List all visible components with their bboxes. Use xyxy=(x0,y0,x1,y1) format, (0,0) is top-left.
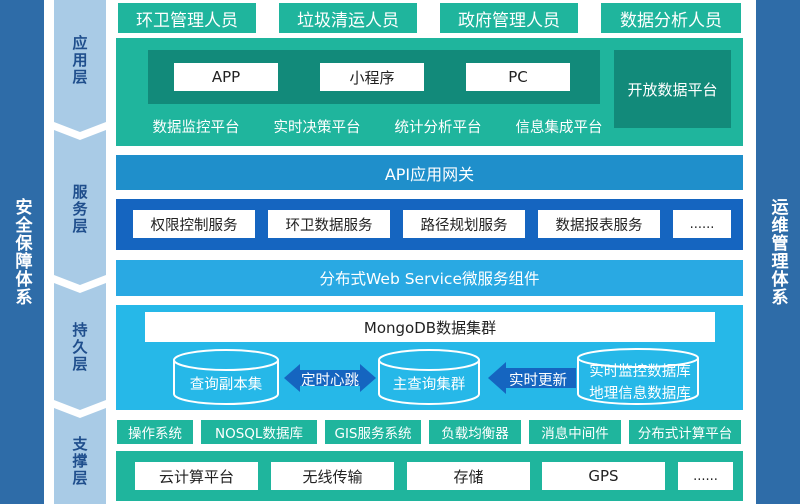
security-system-label: 安全保障体系 xyxy=(11,198,32,306)
support-gis-service: GIS服务系统 xyxy=(325,420,421,444)
main-query-cluster-label: 主查询集群 xyxy=(392,376,466,393)
client-app: APP xyxy=(174,63,278,91)
infra-wireless-transmission: 无线传输 xyxy=(271,462,394,490)
service-sanitation-data: 环卫数据服务 xyxy=(268,210,390,238)
infra-storage: 存储 xyxy=(407,462,530,490)
support-nosql-database: NOSQL数据库 xyxy=(201,420,317,444)
realtime-update-arrow xyxy=(488,362,576,394)
infra-more: ...... xyxy=(678,462,733,490)
heartbeat-arrow xyxy=(284,364,376,392)
mongodb-cluster: MongoDB数据集群 xyxy=(145,312,715,342)
main-query-cluster-cylinder xyxy=(378,349,480,405)
layer-chevron-column xyxy=(54,0,106,504)
support-layer-label: 支撑层 xyxy=(70,435,89,487)
service-route-planning: 路径规划服务 xyxy=(403,210,525,238)
support-load-balancer: 负载均衡器 xyxy=(429,420,521,444)
security-system-sidebar: 安全保障体系 xyxy=(0,0,44,504)
platform-information-integration: 信息集成平台 xyxy=(515,119,603,136)
microservice-component: 分布式Web Service微服务组件 xyxy=(116,260,743,296)
role-government-manager: 政府管理人员 xyxy=(440,3,578,33)
support-message-middleware: 消息中间件 xyxy=(529,420,621,444)
service-layer-label: 服务层 xyxy=(70,183,89,235)
service-more: ...... xyxy=(673,210,731,238)
heartbeat-label: 定时心跳 xyxy=(301,372,359,389)
api-gateway: API应用网关 xyxy=(116,155,743,190)
application-layer-label: 应用层 xyxy=(70,34,89,86)
infra-cloud-computing: 云计算平台 xyxy=(135,462,258,490)
service-data-report: 数据报表服务 xyxy=(538,210,660,238)
persistence-layer-label: 持久层 xyxy=(70,321,89,373)
platform-statistical-analysis: 统计分析平台 xyxy=(394,119,482,136)
realtime-monitoring-db-label: 实时监控数据库 xyxy=(589,363,691,380)
client-mini-program: 小程序 xyxy=(320,63,424,91)
platform-realtime-decision: 实时决策平台 xyxy=(273,119,361,136)
role-garbage-collector: 垃圾清运人员 xyxy=(279,3,417,33)
open-data-platform: 开放数据平台 xyxy=(614,50,731,128)
support-operating-system: 操作系统 xyxy=(117,420,193,444)
database-cylinder xyxy=(577,348,699,405)
replica-set-label: 查询副本集 xyxy=(189,376,263,393)
service-permission-control: 权限控制服务 xyxy=(133,210,255,238)
ops-management-label: 运维管理体系 xyxy=(767,198,788,306)
client-pc: PC xyxy=(466,63,570,91)
geo-info-db-label: 地理信息数据库 xyxy=(589,385,691,402)
role-data-analyst: 数据分析人员 xyxy=(601,3,741,33)
persistence-diagram xyxy=(173,348,699,405)
replica-set-cylinder xyxy=(173,349,279,405)
role-sanitation-manager: 环卫管理人员 xyxy=(118,3,256,33)
infra-gps: GPS xyxy=(542,462,665,490)
realtime-update-label: 实时更新 xyxy=(509,372,567,389)
support-distributed-computing: 分布式计算平台 xyxy=(629,420,741,444)
platform-data-monitoring: 数据监控平台 xyxy=(152,119,240,136)
ops-management-sidebar: 运维管理体系 xyxy=(756,0,800,504)
